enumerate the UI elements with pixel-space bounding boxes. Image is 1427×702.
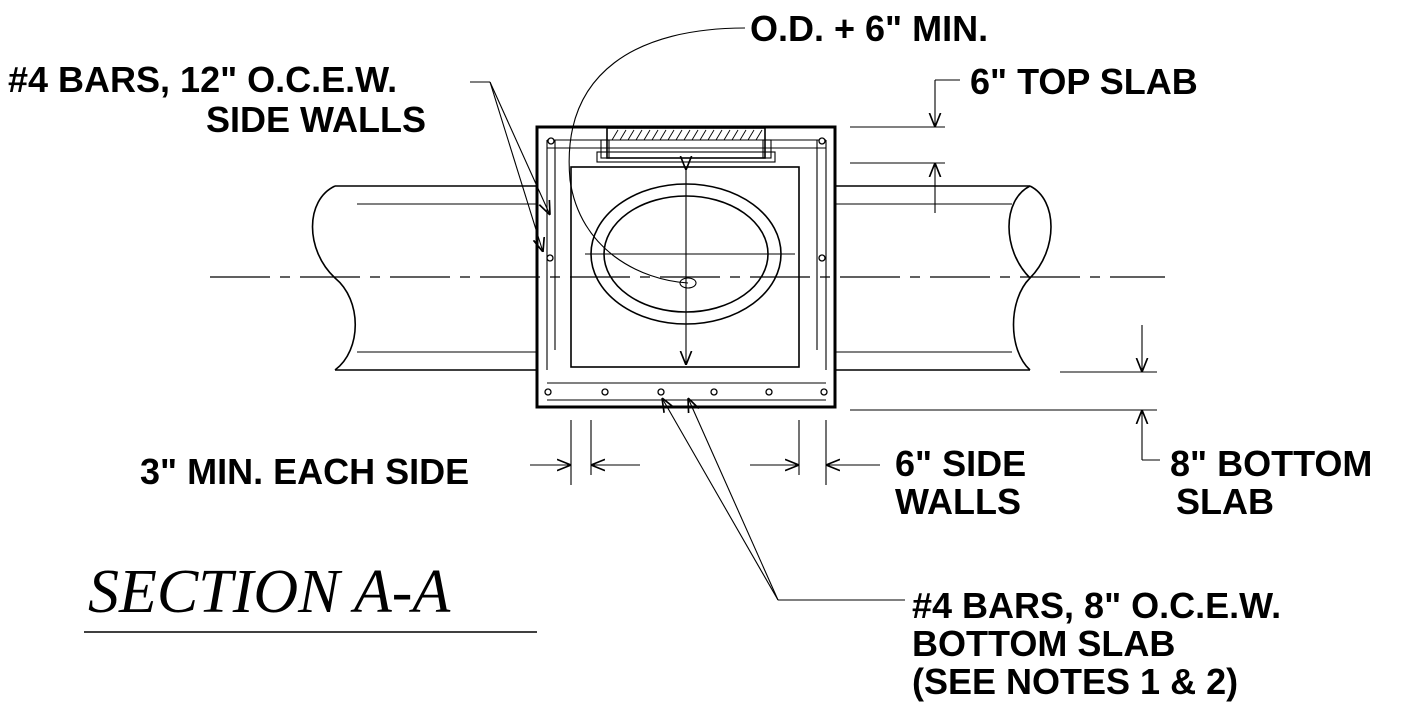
label-bottom-bars-2: BOTTOM SLAB: [912, 623, 1175, 664]
pipe-left: [311, 185, 537, 371]
label-side-bars-2: SIDE WALLS: [206, 99, 426, 140]
box-structure: [535, 125, 837, 409]
pipe-opening: [585, 170, 795, 365]
dimensions-right: [850, 79, 1160, 461]
label-side-walls-1: 6" SIDE: [895, 443, 1026, 484]
label-bottom-bars-3: (SEE NOTES 1 & 2): [912, 661, 1238, 702]
section-title: SECTION A-A: [88, 558, 451, 626]
rebar-dots: [544, 137, 828, 396]
label-side-bars-1: #4 BARS, 12" O.C.E.W.: [8, 59, 397, 100]
pipe-right: [835, 185, 1052, 371]
label-bottom-slab-1: 8" BOTTOM: [1170, 443, 1372, 484]
label-side-walls-2: WALLS: [895, 481, 1021, 522]
dimensions-bottom: [530, 420, 880, 485]
leader-lines: [470, 27, 905, 601]
grate-frame: [596, 127, 776, 163]
label-top-slab: 6" TOP SLAB: [970, 61, 1198, 102]
grate-hatch: [611, 129, 763, 141]
label-od-min: O.D. + 6" MIN.: [750, 8, 988, 49]
label-bottom-slab-2: SLAB: [1176, 481, 1274, 522]
label-bottom-bars-1: #4 BARS, 8" O.C.E.W.: [912, 585, 1281, 626]
label-min-each-side: 3" MIN. EACH SIDE: [140, 451, 469, 492]
